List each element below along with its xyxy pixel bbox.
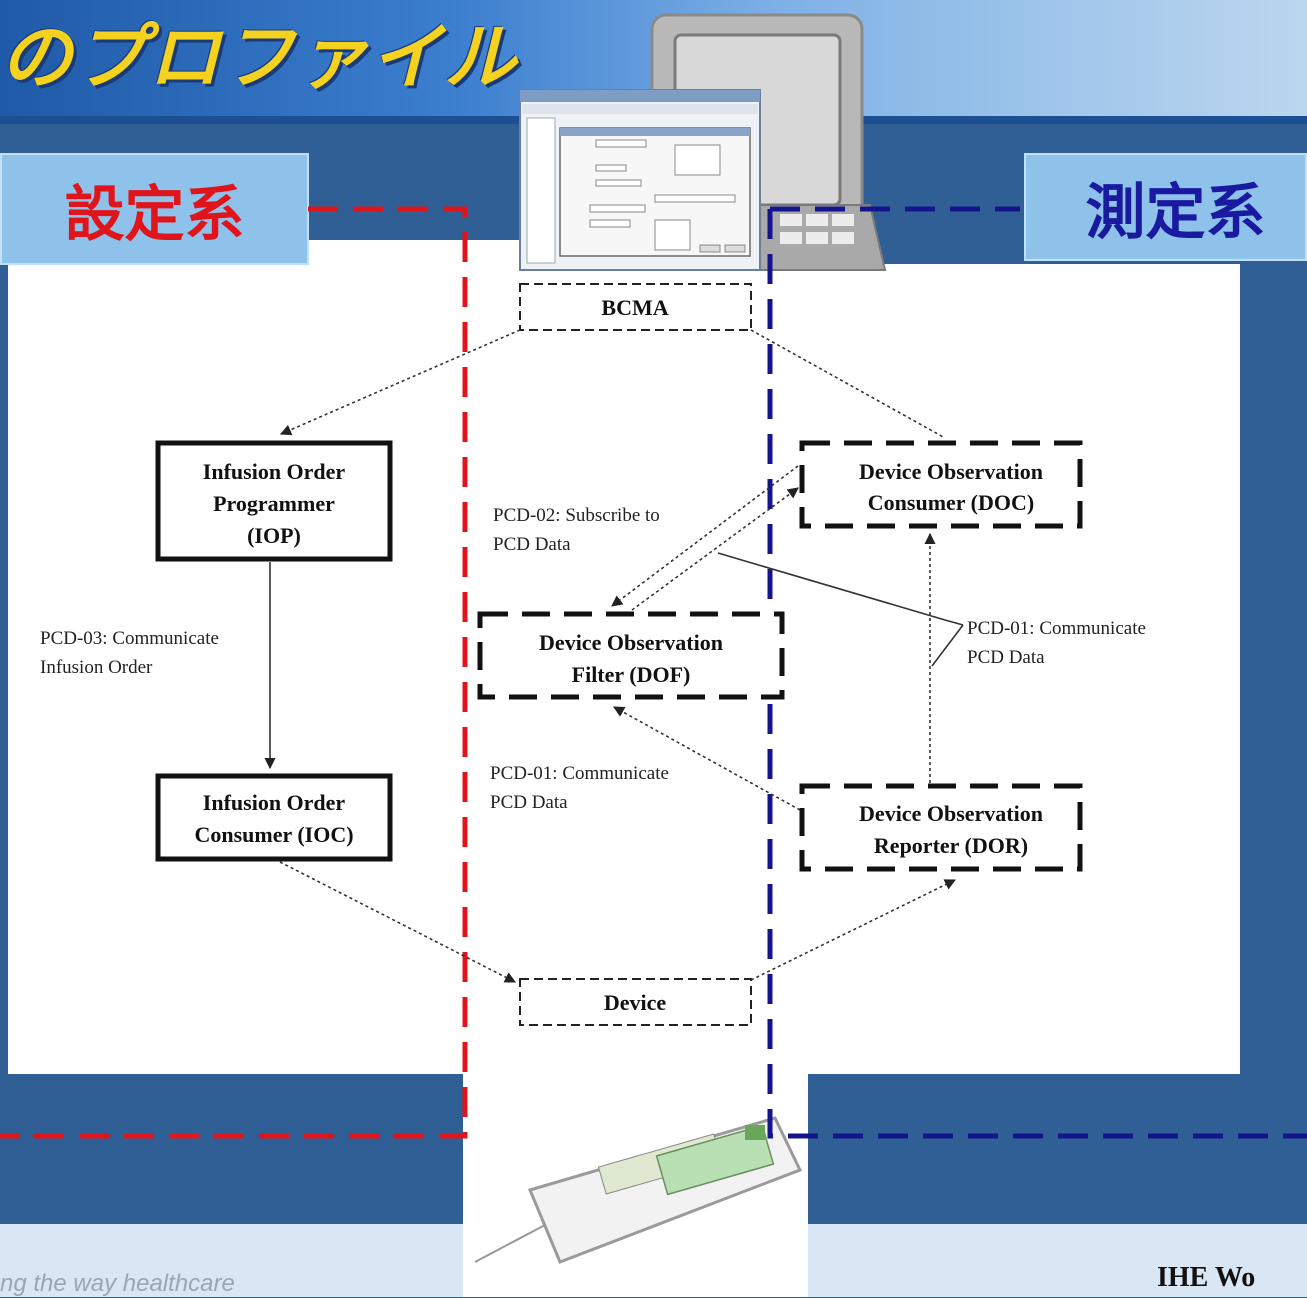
- page-title: のプロファイル: [0, 15, 519, 99]
- system-boundaries: [0, 206, 1307, 1139]
- bcma-label: BCMA: [601, 295, 668, 320]
- iop-label-line2: Programmer: [213, 491, 335, 516]
- bcma-node-box: [519, 283, 752, 331]
- connectors: [264, 329, 964, 983]
- pcd01-mid-label-line1: PCD-01: Communicate: [490, 763, 669, 784]
- pcd01-mid-label-line2: PCD Data: [490, 792, 568, 813]
- dor-node-box: [799, 783, 1083, 872]
- device-label: Device: [604, 990, 667, 1015]
- measurement-system-label: 測定系: [1024, 153, 1307, 261]
- pcd01-right-label-line1: PCD-01: Communicate: [967, 618, 1146, 639]
- iop-label-line3: (IOP): [247, 523, 301, 548]
- pcd02-label-line2: PCD Data: [493, 534, 571, 555]
- diagram-panel-left: [8, 240, 463, 1074]
- setting-system-label: 設定系: [0, 153, 309, 265]
- dof-label-line1: Device Observation: [539, 630, 723, 655]
- footer-tagline: ng the way healthcare: [0, 1270, 235, 1297]
- device-node-box: [519, 978, 752, 1026]
- dor-label-line1: Device Observation: [859, 801, 1043, 826]
- iop-node-box: [155, 440, 393, 562]
- dor-label-line2: Reporter (DOR): [874, 833, 1028, 858]
- pcd02-label-line1: PCD-02: Subscribe to: [493, 505, 660, 526]
- ioc-node-box: [155, 773, 393, 862]
- setting-system-boundary: [0, 206, 468, 1139]
- syringe-pump-icon: [474, 1116, 803, 1264]
- pcd03-label-line1: PCD-03: Communicate: [40, 628, 219, 649]
- ioc-label-line1: Infusion Order: [203, 790, 346, 815]
- doc-label-line2: Consumer (DOC): [868, 490, 1034, 515]
- footer-brand: IHE Wo: [1157, 1262, 1256, 1293]
- measurement-system-boundary: [767, 209, 1307, 1139]
- bcma-software-window: [519, 89, 761, 271]
- doc-node-box: [799, 440, 1083, 529]
- ioc-label-line2: Consumer (IOC): [194, 822, 353, 847]
- dof-label-line2: Filter (DOF): [572, 662, 691, 687]
- pcd03-label-line2: Infusion Order: [40, 657, 153, 678]
- doc-label-line1: Device Observation: [859, 459, 1043, 484]
- pcd01-right-label-line2: PCD Data: [967, 647, 1045, 668]
- diagram-panel-middle: [463, 240, 808, 1297]
- diagram-panel-right: [808, 264, 1240, 1074]
- dof-node-box: [477, 611, 785, 700]
- iop-label-line1: Infusion Order: [203, 459, 346, 484]
